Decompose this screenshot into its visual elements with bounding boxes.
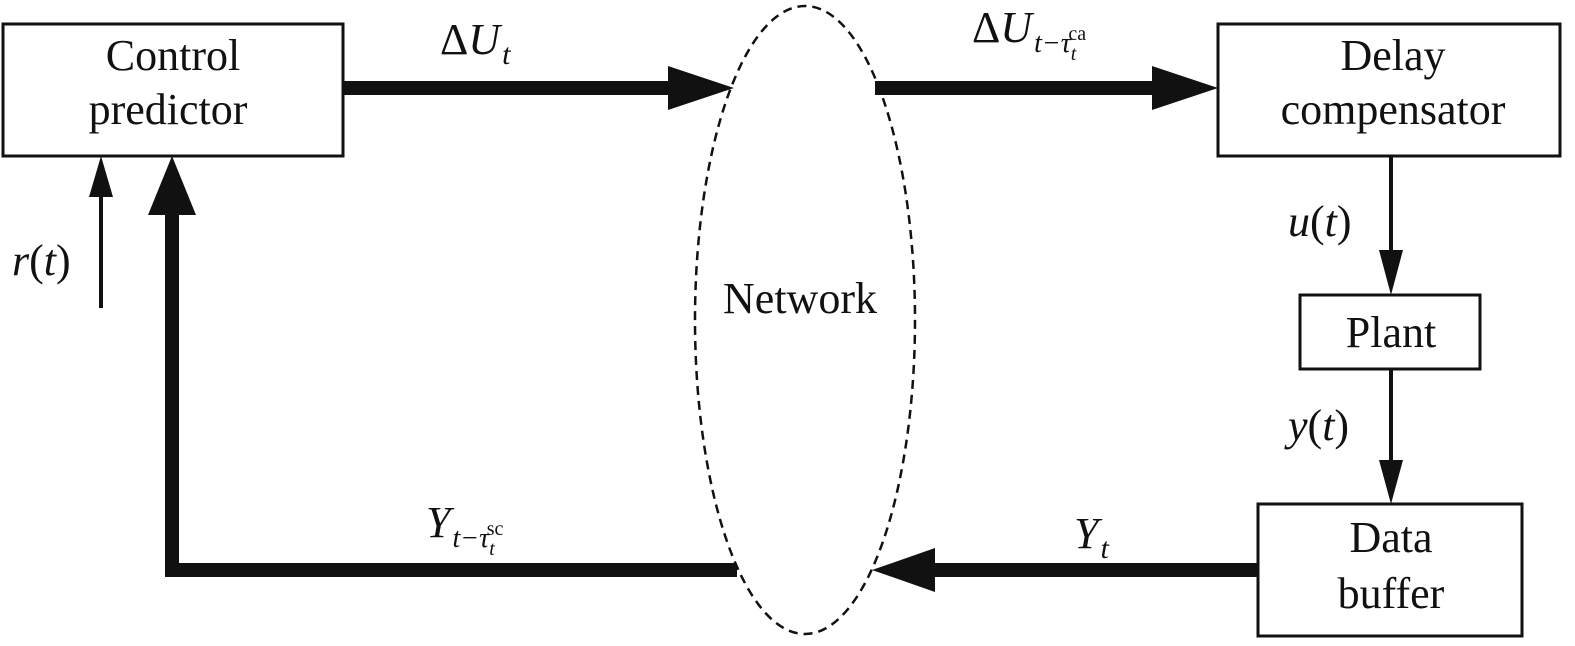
arrow-network-to-compensator (875, 66, 1218, 110)
label-y-t: Yt (1074, 509, 1109, 565)
control-predictor-box (1, 22, 345, 158)
label-delta-u: ΔUt (440, 15, 511, 71)
data-buffer-box (1256, 502, 1524, 638)
plant-label: Plant (1346, 308, 1436, 357)
network-ellipse (693, 4, 917, 636)
network-cloud: Network (693, 4, 917, 636)
control-predictor-label-line1: Control (106, 31, 240, 80)
control-predictor-block: Control predictor (1, 22, 345, 158)
arrow-buffer-to-network (872, 548, 1258, 592)
network-label: Network (723, 274, 877, 323)
delay-compensator-block: Delay compensator (1216, 22, 1562, 158)
data-buffer-label-line2: buffer (1338, 569, 1445, 618)
arrow-reference-input (89, 156, 113, 308)
delay-compensator-label-line2: compensator (1281, 85, 1506, 134)
plant-block: Plant (1298, 293, 1482, 371)
arrow-plant-to-buffer (1379, 369, 1403, 504)
label-delta-u-delayed: ΔUt−τtca (972, 3, 1086, 65)
data-buffer-block: Data buffer (1256, 502, 1524, 638)
arrow-predictor-to-network (343, 66, 734, 110)
label-y-delayed: Yt−τtsc (426, 498, 504, 560)
label-control-input: u(t) (1288, 197, 1352, 246)
label-reference: r(t) (12, 236, 71, 285)
arrow-network-to-predictor (148, 156, 737, 577)
arrow-compensator-to-plant (1379, 156, 1403, 295)
label-output: y(t) (1284, 401, 1349, 450)
data-buffer-label-line1: Data (1349, 513, 1432, 562)
control-predictor-label-line2: predictor (89, 85, 248, 134)
delay-compensator-box (1216, 22, 1562, 158)
delay-compensator-label-line1: Delay (1340, 31, 1445, 80)
